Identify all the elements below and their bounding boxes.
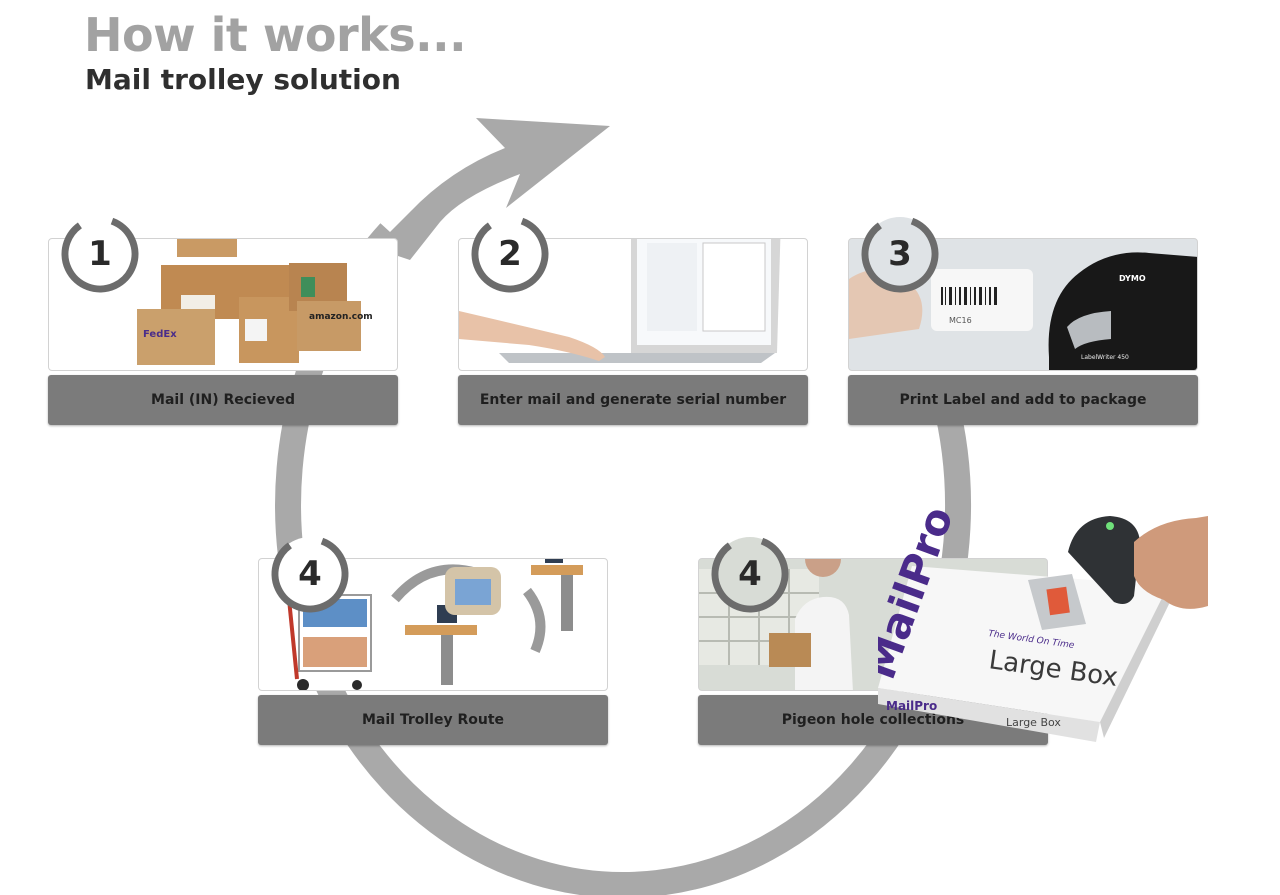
printer-model-text: LabelWriter 450	[1081, 354, 1129, 361]
mailpro-box-illustration: MailPro The World On Time Large Box Mail…	[878, 510, 1208, 742]
step-3-caption: Print Label and add to package	[848, 375, 1198, 425]
step-2-card: Enter mail and generate serial number	[458, 238, 808, 426]
step-4-caption: Mail Trolley Route	[258, 695, 608, 745]
step-1-number: 1	[88, 234, 112, 274]
amazon-box-label: amazon.com	[309, 312, 373, 322]
step-3-number-badge: 3	[858, 212, 942, 296]
step-4-number-badge: 4	[268, 532, 352, 616]
step-5-number-badge: 4	[708, 532, 792, 616]
step-1-caption: Mail (IN) Recieved	[48, 375, 398, 425]
step-2-image-frame	[458, 238, 808, 371]
mailpro-box-side-brand: MailPro	[886, 699, 937, 713]
trolley-route-photo	[287, 559, 583, 690]
step-3-number: 3	[888, 234, 912, 274]
step-4-number: 4	[298, 554, 322, 594]
step-2-number-badge: 2	[468, 212, 552, 296]
fedex-box-label: FedEx	[143, 329, 177, 340]
mailpro-box-side-size: Large Box	[1006, 716, 1061, 729]
step-1-number-badge: 1	[58, 212, 142, 296]
parcel-boxes-photo: amazon.com FedEx	[137, 239, 373, 365]
page-title: How it works...	[84, 8, 467, 62]
printer-brand-text: DYMO	[1119, 274, 1146, 283]
step-2-number: 2	[498, 234, 522, 274]
page-subtitle: Mail trolley solution	[85, 63, 401, 96]
step-2-caption: Enter mail and generate serial number	[458, 375, 808, 425]
label-code-front: MC16	[949, 316, 972, 325]
laptop-software-photo	[459, 239, 781, 363]
step-5-number: 4	[738, 554, 762, 594]
